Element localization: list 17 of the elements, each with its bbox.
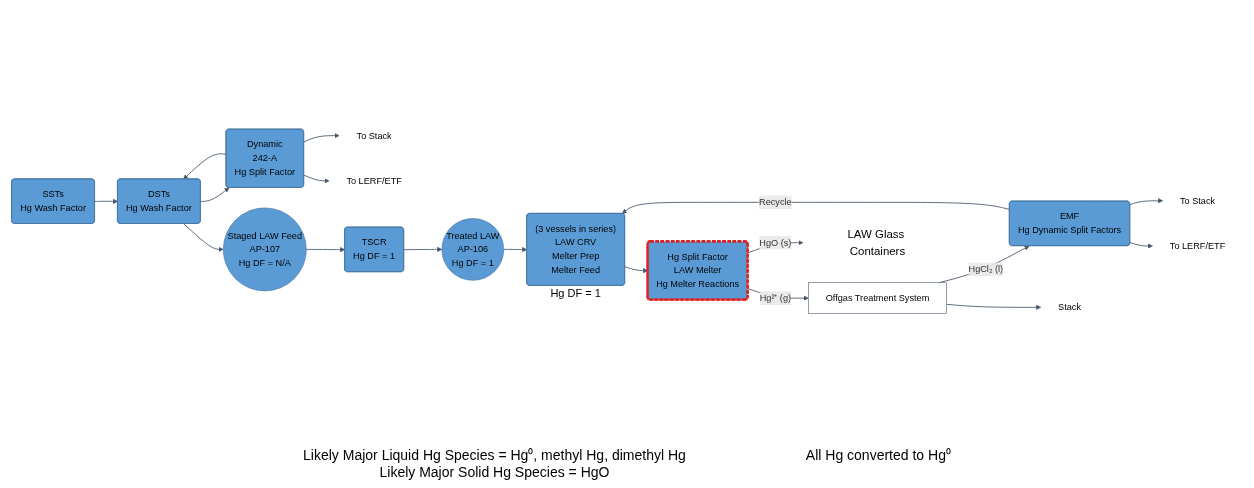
node-box: Offgas Treatment System (808, 282, 947, 314)
node-text: To Stack (356, 130, 392, 141)
edge-label: Hg²⁺ (g) (759, 293, 792, 303)
node-text: LAW Glass Containers (847, 227, 906, 258)
edge-label: Recycle (759, 197, 792, 207)
note-text: Likely Major Liquid Hg Species = Hg⁰, methyl Hg, dimethyl Hg (303, 446, 686, 464)
edge-label: HgCl₂ (l) (968, 264, 1004, 274)
node-caption: Hg DF = 1 (550, 287, 601, 300)
note-text: All Hg converted to Hg⁰ (805, 446, 951, 464)
node-text: To LERF/ETF (346, 175, 402, 186)
node-circle: Staged LAW Feed AP-107 Hg DF = N/A (223, 207, 307, 292)
edge-label: HgO (s) (759, 237, 792, 248)
node-text: To LERF/ETF (1169, 240, 1226, 251)
node-text: To Stack (1179, 195, 1216, 206)
node-circle: Treated LAW AP-106 Hg DF = 1 (441, 218, 504, 281)
note-text: Likely Major Solid Hg Species = HgO (379, 464, 610, 480)
node-text: Stack (1058, 302, 1081, 312)
